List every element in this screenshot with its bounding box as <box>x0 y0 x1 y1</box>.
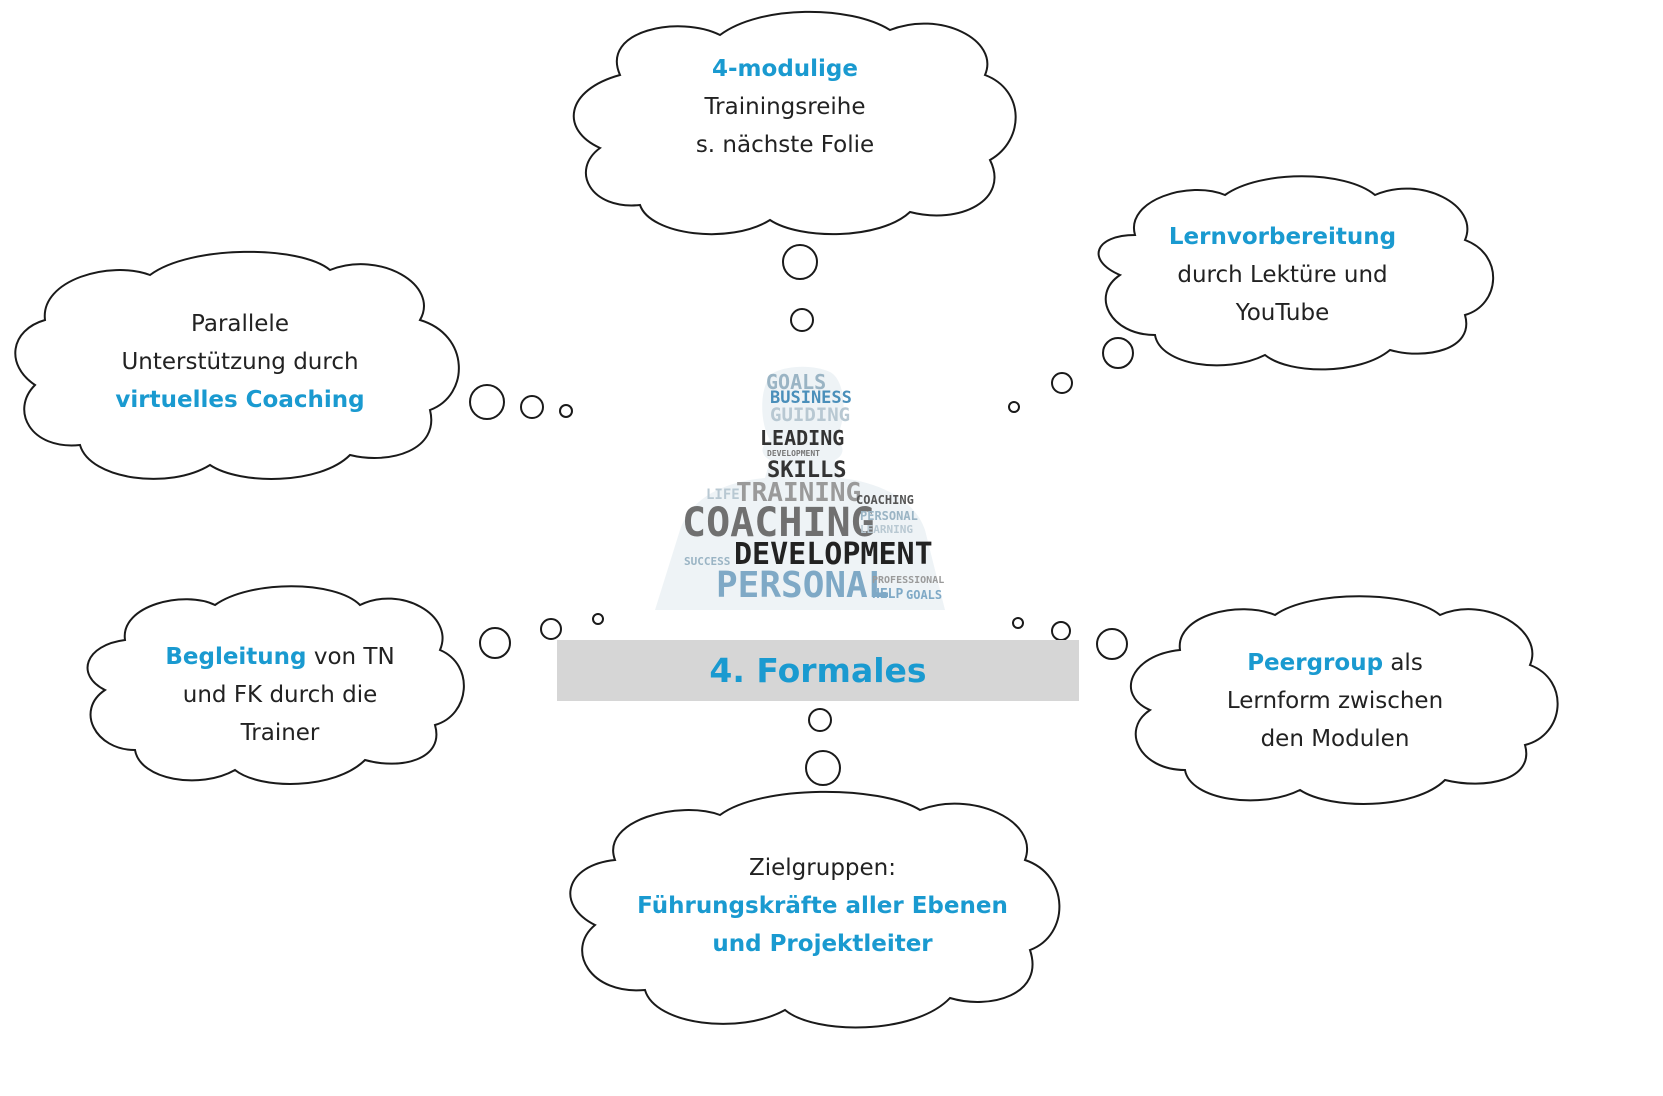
wc-coaching: COACHING <box>682 500 875 546</box>
cloud-left-line2: Unterstützung durch <box>121 349 359 375</box>
bubble <box>1051 621 1071 641</box>
cloud-bottom-text: Zielgruppen: Führungskräfte aller Ebenen… <box>620 849 1025 963</box>
bubble <box>1008 401 1020 413</box>
title-bar: 4. Formales <box>557 640 1079 701</box>
wc-personal-small: PERSONAL <box>860 509 918 523</box>
cloud-top-highlight: 4-modulige <box>712 56 858 82</box>
bubble <box>808 708 832 732</box>
page-title: 4. Formales <box>709 651 927 690</box>
cloud-top-line3: s. nächste Folie <box>695 132 875 158</box>
wc-guiding: GUIDING <box>770 404 851 426</box>
wc-coaching-small: COACHING <box>856 493 914 507</box>
wc-goals-small: GOALS <box>906 588 943 602</box>
cloud-bottom-left-line1-rest: von TN <box>306 644 395 670</box>
cloud-left-text: Parallele Unterstützung durch virtuelles… <box>70 305 410 419</box>
wc-training: TRAINING <box>736 478 862 508</box>
wc-life: LIFE <box>706 487 740 503</box>
cloud-bottom-right-line1-rest: als <box>1383 650 1423 676</box>
wc-success: SUCCESS <box>684 555 731 568</box>
cloud-right <box>1097 175 1495 371</box>
bubble <box>469 384 505 420</box>
bubble <box>1012 617 1024 629</box>
cloud-bottom-right-text: Peergroup als Lernform zwischen den Modu… <box>1195 644 1475 758</box>
cloud-bottom-line1: Zielgruppen: <box>749 855 896 881</box>
cloud-bottom-right-line2: Lernform zwischen <box>1226 688 1444 714</box>
bubble <box>782 244 818 280</box>
wc-professional: PROFESSIONAL <box>872 575 945 586</box>
cloud-bottom-left-highlight: Begleitung <box>165 644 307 670</box>
bubble <box>592 613 604 625</box>
cloud-bottom-right-highlight: Peergroup <box>1247 650 1384 676</box>
cloud-bottom-right <box>1130 595 1559 805</box>
cloud-left <box>14 250 460 480</box>
bubble <box>790 308 814 332</box>
cloud-top-text: 4-modulige Trainingsreihe s. nächste Fol… <box>640 50 930 164</box>
cloud-bottom-left-line1: Begleitung von TN <box>140 638 420 676</box>
wc-leading: LEADING <box>760 426 845 450</box>
cloud-bottom <box>569 790 1061 1029</box>
cloud-right-line2: durch Lektüre und <box>1177 262 1388 288</box>
cloud-bottom-left-text: Begleitung von TN und FK durch die Train… <box>140 638 420 752</box>
cloud-left-line1: Parallele <box>191 311 289 337</box>
cloud-bottom-highlight2: und Projektleiter <box>712 931 933 957</box>
cloud-bottom-right-line1: Peergroup als <box>1195 644 1475 682</box>
wc-skills: SKILLS <box>767 458 847 483</box>
cloud-right-text: Lernvorbereitung durch Lektüre und YouTu… <box>1150 218 1415 332</box>
wc-learning: LEARNING <box>860 523 913 536</box>
wc-development: DEVELOPMENT <box>734 537 933 572</box>
cloud-bottom-left <box>86 585 465 785</box>
wc-business: BUSINESS <box>770 388 852 408</box>
cloud-left-highlight: virtuelles Coaching <box>115 387 365 413</box>
bubble <box>559 404 573 418</box>
bubble <box>1096 628 1128 660</box>
cloud-top-line2: Trainingsreihe <box>704 94 866 120</box>
cloud-bottom-left-line2: und FK durch die <box>182 682 378 708</box>
bubble <box>1051 372 1073 394</box>
bubble <box>520 395 544 419</box>
wc-development-small: DEVELOPMENT <box>767 449 820 458</box>
wc-personal: PERSONAL <box>716 565 890 606</box>
cloud-top <box>572 10 1017 236</box>
person-silhouette <box>655 366 945 610</box>
cloud-right-highlight: Lernvorbereitung <box>1168 224 1397 250</box>
cloud-right-line3: YouTube <box>1235 300 1330 326</box>
wc-help: HELP <box>872 587 904 602</box>
bubble <box>479 627 511 659</box>
wc-goals: GOALS <box>766 370 827 394</box>
cloud-bottom-highlight1: Führungskräfte aller Ebenen <box>637 893 1008 919</box>
bubble <box>805 750 841 786</box>
bubble <box>540 618 562 640</box>
bubble <box>1102 337 1134 369</box>
cloud-bottom-left-line3: Trainer <box>240 720 320 746</box>
cloud-bottom-right-line3: den Modulen <box>1260 726 1410 752</box>
